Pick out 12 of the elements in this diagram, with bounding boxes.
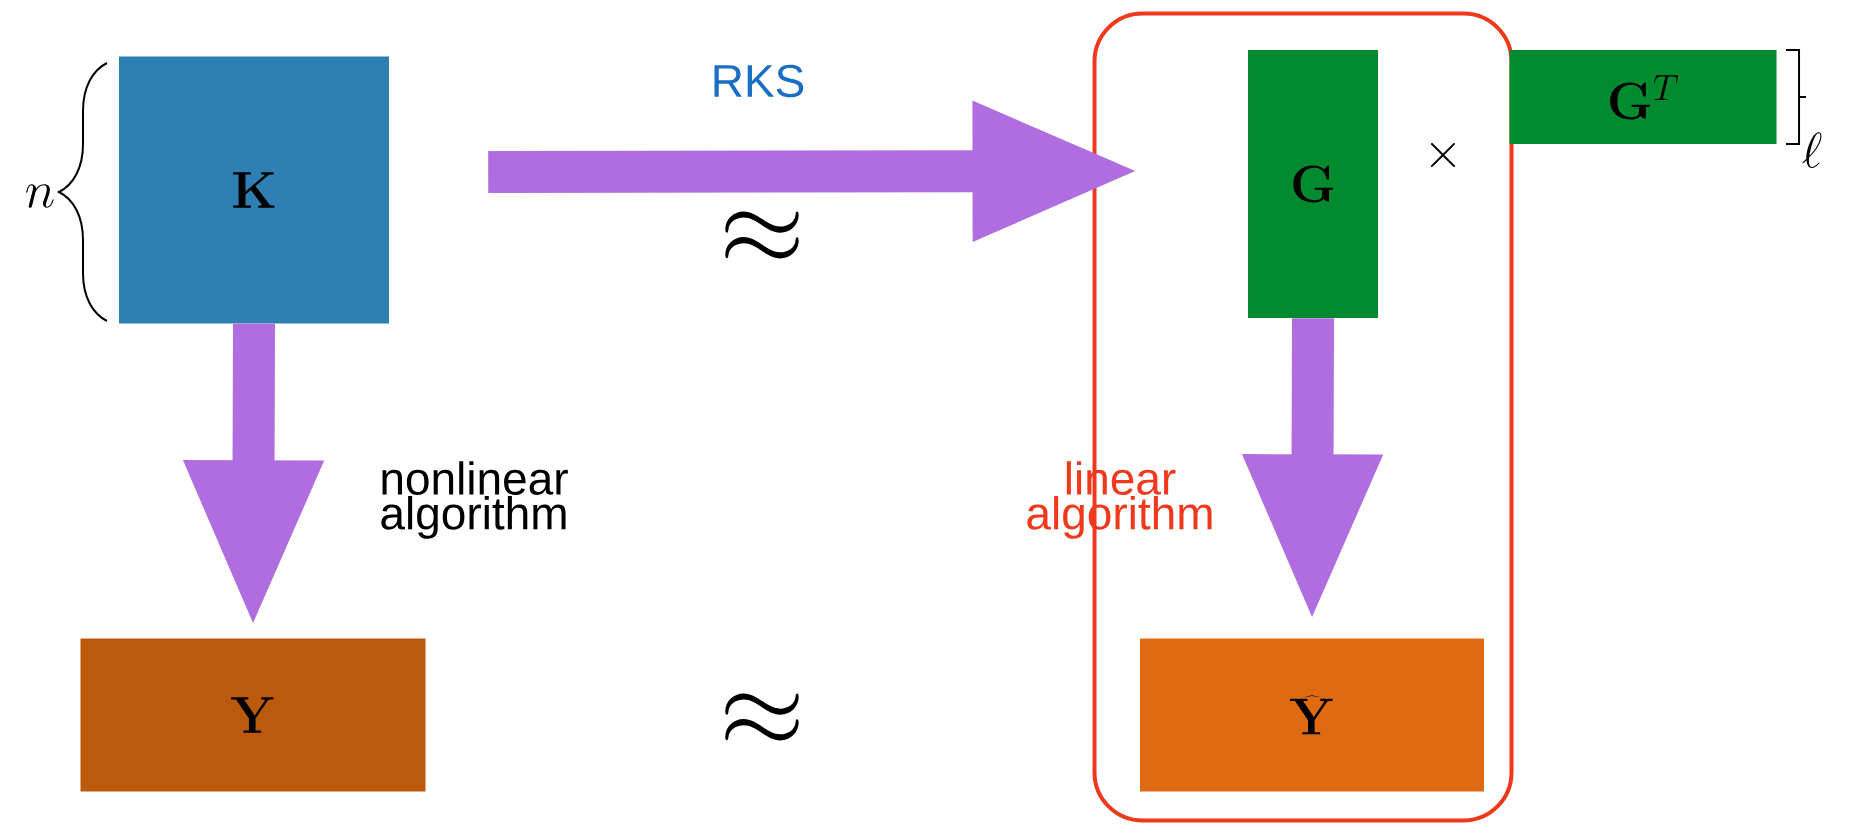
math-symbol: $\approx$ bbox=[725, 693, 799, 741]
edge-label: nonlinear algorithm bbox=[381, 461, 568, 539]
matrix-block: $\mathbf{G}$ bbox=[1248, 50, 1378, 318]
math-symbol: $\times$ bbox=[1430, 142, 1456, 168]
math-symbol: $\ell$ bbox=[1802, 132, 1822, 168]
math-symbol: $\approx$ bbox=[725, 211, 799, 259]
matrix-block: $\mathbf{Y}$ bbox=[80, 638, 426, 792]
matrix-block: $\mathbf{G}^T$ bbox=[1509, 50, 1777, 144]
math-symbol: $n$ bbox=[26, 184, 54, 208]
matrix-block: $\mathbf{K}$ bbox=[119, 56, 389, 324]
edge-label: RKS bbox=[714, 64, 804, 98]
matrix-block: $\widehat{\mathbf{Y}}$ bbox=[1140, 638, 1484, 792]
